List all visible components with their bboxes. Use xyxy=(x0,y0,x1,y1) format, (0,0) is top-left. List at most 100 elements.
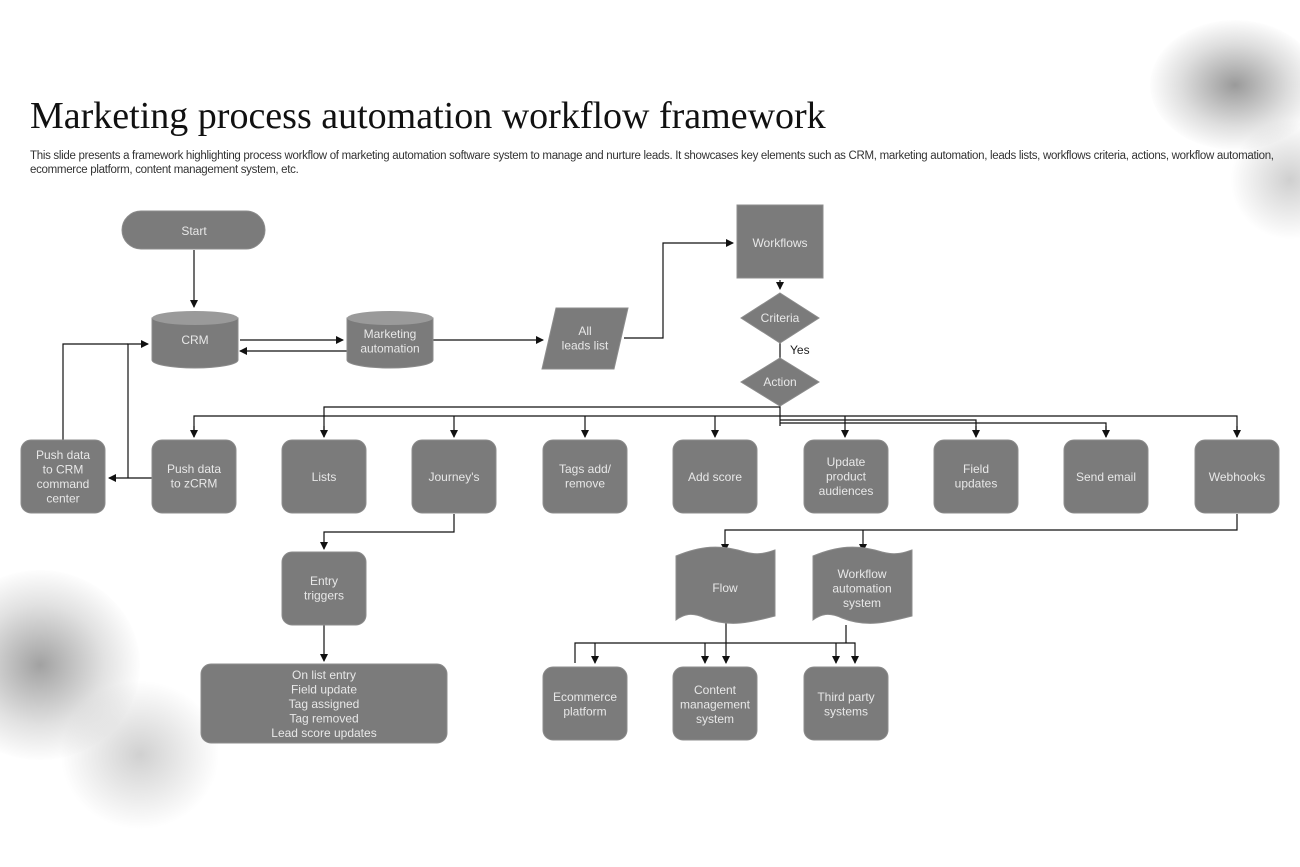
label-line: to zCRM xyxy=(171,477,218,491)
label-line: audiences xyxy=(819,484,874,498)
add-score-label: Add score xyxy=(688,470,742,484)
send-email-label: Send email xyxy=(1076,470,1136,484)
connector-feedback-outer xyxy=(62,343,128,440)
label-line: automation xyxy=(360,342,419,356)
label-line: Marketing xyxy=(364,327,417,341)
send-email-node[interactable]: Send email xyxy=(1063,439,1149,514)
label-line: management xyxy=(680,698,751,712)
criteria-decision[interactable]: Criteria xyxy=(740,292,820,344)
label-line: triggers xyxy=(304,589,344,603)
connector-feedback-inner xyxy=(127,340,149,478)
connector-journeys-entry xyxy=(320,514,455,550)
label-line: Start xyxy=(181,224,207,238)
label-line: Update xyxy=(827,455,866,469)
action-label: Action xyxy=(763,375,796,389)
label-line: Push data xyxy=(36,448,90,462)
label-line: remove xyxy=(565,477,605,491)
connector-bus-right-1 xyxy=(780,415,1238,437)
lists-node[interactable]: Lists xyxy=(281,439,367,514)
slide-title: Marketing process automation workflow fr… xyxy=(30,95,826,137)
journeys-label: Journey's xyxy=(429,470,480,484)
label-line: systems xyxy=(824,705,868,719)
label-line: Workflow xyxy=(837,567,886,581)
start-label: Start xyxy=(181,224,207,238)
slide-subtitle: This slide presents a framework highligh… xyxy=(30,150,1274,176)
label-line: Lead score updates xyxy=(271,726,376,740)
label-line: Tags add/ xyxy=(559,462,612,476)
label-line: Field update xyxy=(291,683,357,697)
label-line: center xyxy=(46,492,79,506)
connector-output-bus xyxy=(574,642,859,664)
label-line: Push data xyxy=(167,462,221,476)
yes-label: Yes xyxy=(790,343,810,357)
action-decision[interactable]: Action xyxy=(740,357,820,407)
connector-bus-right-3 xyxy=(780,422,1107,437)
label-line: Workflows xyxy=(752,236,807,250)
workflows-node[interactable]: Workflows xyxy=(736,204,824,279)
label-line: Entry xyxy=(310,574,338,588)
label-line: platform xyxy=(563,705,606,719)
label-line: Content xyxy=(694,683,737,697)
tags-label: Tags add/remove xyxy=(559,462,612,491)
label-line: Ecommerce xyxy=(553,690,617,704)
label-line: command xyxy=(37,477,90,491)
label-line: Tag removed xyxy=(289,712,358,726)
webhooks-label: Webhooks xyxy=(1209,470,1265,484)
crm-label: CRM xyxy=(181,333,208,347)
add-score-node[interactable]: Add score xyxy=(672,439,758,514)
label-line: leads list xyxy=(562,339,609,353)
journeys-node[interactable]: Journey's xyxy=(411,439,497,514)
label-line: Criteria xyxy=(761,311,800,325)
lists-label: Lists xyxy=(312,470,337,484)
webhooks-node[interactable]: Webhooks xyxy=(1194,439,1280,514)
connector-bus-left xyxy=(193,415,780,437)
label-line: On list entry xyxy=(292,668,356,682)
label-line: All xyxy=(578,324,591,338)
label-line: updates xyxy=(955,477,998,491)
criteria-label: Criteria xyxy=(761,311,800,325)
label-line: Add score xyxy=(688,470,742,484)
connectors xyxy=(62,239,1241,664)
label-line: CRM xyxy=(181,333,208,347)
crm-node[interactable]: CRM xyxy=(151,311,239,369)
label-line: automation xyxy=(832,582,891,596)
connector-webhooks-split xyxy=(721,514,1238,552)
label-line: Journey's xyxy=(429,470,480,484)
label-line: Lists xyxy=(312,470,337,484)
label-line: system xyxy=(696,712,734,726)
flow-label: Flow xyxy=(712,581,738,595)
label-line: product xyxy=(826,470,867,484)
label-line: to CRM xyxy=(43,463,84,477)
flow-node[interactable]: Flow xyxy=(675,546,776,624)
start-node[interactable]: Start xyxy=(121,210,266,250)
label-line: Field xyxy=(963,462,989,476)
label-line: Send email xyxy=(1076,470,1136,484)
tags-node[interactable]: Tags add/remove xyxy=(542,439,628,514)
label-line: Flow xyxy=(712,581,738,595)
